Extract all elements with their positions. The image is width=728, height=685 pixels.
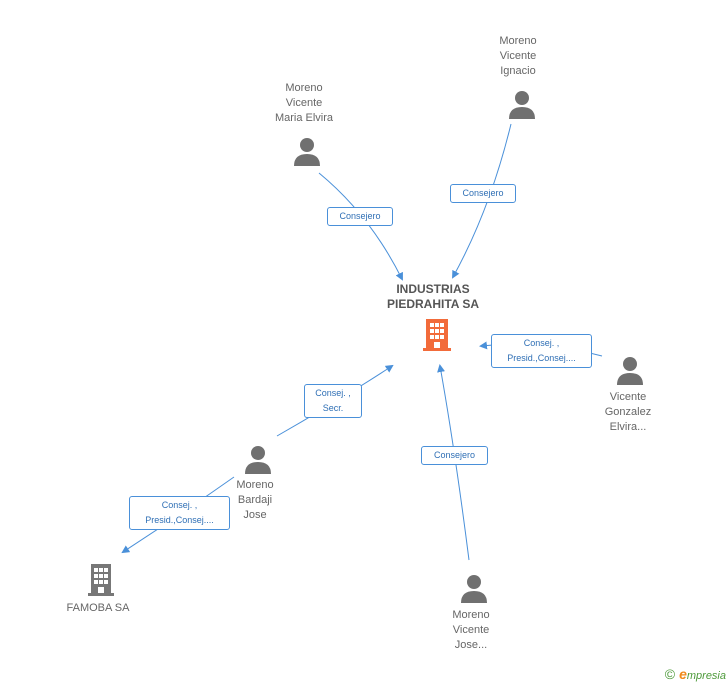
company-name-famoba[interactable]: FAMOBA SA [66,602,130,614]
edge-ignacio [452,123,512,279]
person-name-gonzalez-elvira[interactable]: Vicente Gonzalez Elvira... [604,391,652,433]
brand-initial: e [679,666,687,682]
copyright-symbol: © [664,666,676,682]
relation-label-bardaji-center[interactable]: Consej. , Secr. [304,384,362,418]
person-name-bardaji[interactable]: Moreno Bardaji Jose [236,479,274,521]
person-icon[interactable] [244,444,272,474]
person-name-vicente-jose[interactable]: Moreno Vicente Jose... [452,609,490,651]
edge-maria-elvira [318,172,403,281]
person-name-ignacio[interactable]: Moreno Vicente Ignacio [499,35,537,77]
person-icon[interactable] [460,573,488,603]
person-name-maria-elvira[interactable]: Moreno Vicente Maria Elvira [274,82,334,124]
brand-text: mpresia [686,670,726,682]
relation-label-ignacio[interactable]: Consejero [450,184,516,203]
building-icon[interactable] [421,317,453,353]
brand-logo: ©empresia [665,666,726,682]
relation-label-gonzalez-elvira[interactable]: Consej. , Presid.,Consej.... [491,334,592,368]
relation-label-vicente-jose[interactable]: Consejero [421,446,488,465]
person-icon[interactable] [508,89,536,119]
relation-label-maria-elvira[interactable]: Consejero [327,207,393,226]
building-icon[interactable] [86,562,116,598]
person-icon[interactable] [293,136,321,166]
person-icon[interactable] [616,355,644,385]
relation-label-bardaji-famoba[interactable]: Consej. , Presid.,Consej.... [129,496,230,530]
center-company-name[interactable]: INDUSTRIAS PIEDRAHITA SA [386,282,479,311]
